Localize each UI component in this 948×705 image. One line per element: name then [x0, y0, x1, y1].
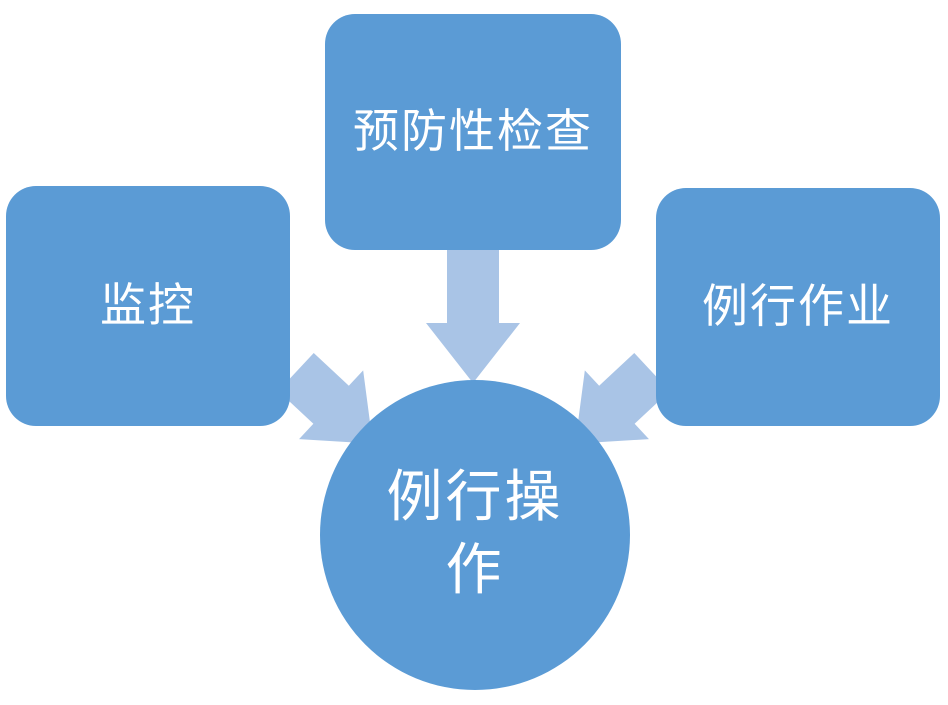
circle-routine-operation: 例行操作	[320, 380, 630, 690]
box-monitoring-label: 监控	[100, 280, 196, 332]
box-preventive-check-label: 预防性检查	[353, 106, 593, 158]
arrow-center	[426, 248, 520, 383]
box-routine-work-label: 例行作业	[702, 281, 894, 333]
circle-routine-operation-label: 例行操作	[386, 467, 564, 602]
box-monitoring: 监控	[6, 186, 290, 426]
box-routine-work: 例行作业	[656, 188, 940, 426]
box-preventive-check: 预防性检查	[325, 14, 621, 250]
